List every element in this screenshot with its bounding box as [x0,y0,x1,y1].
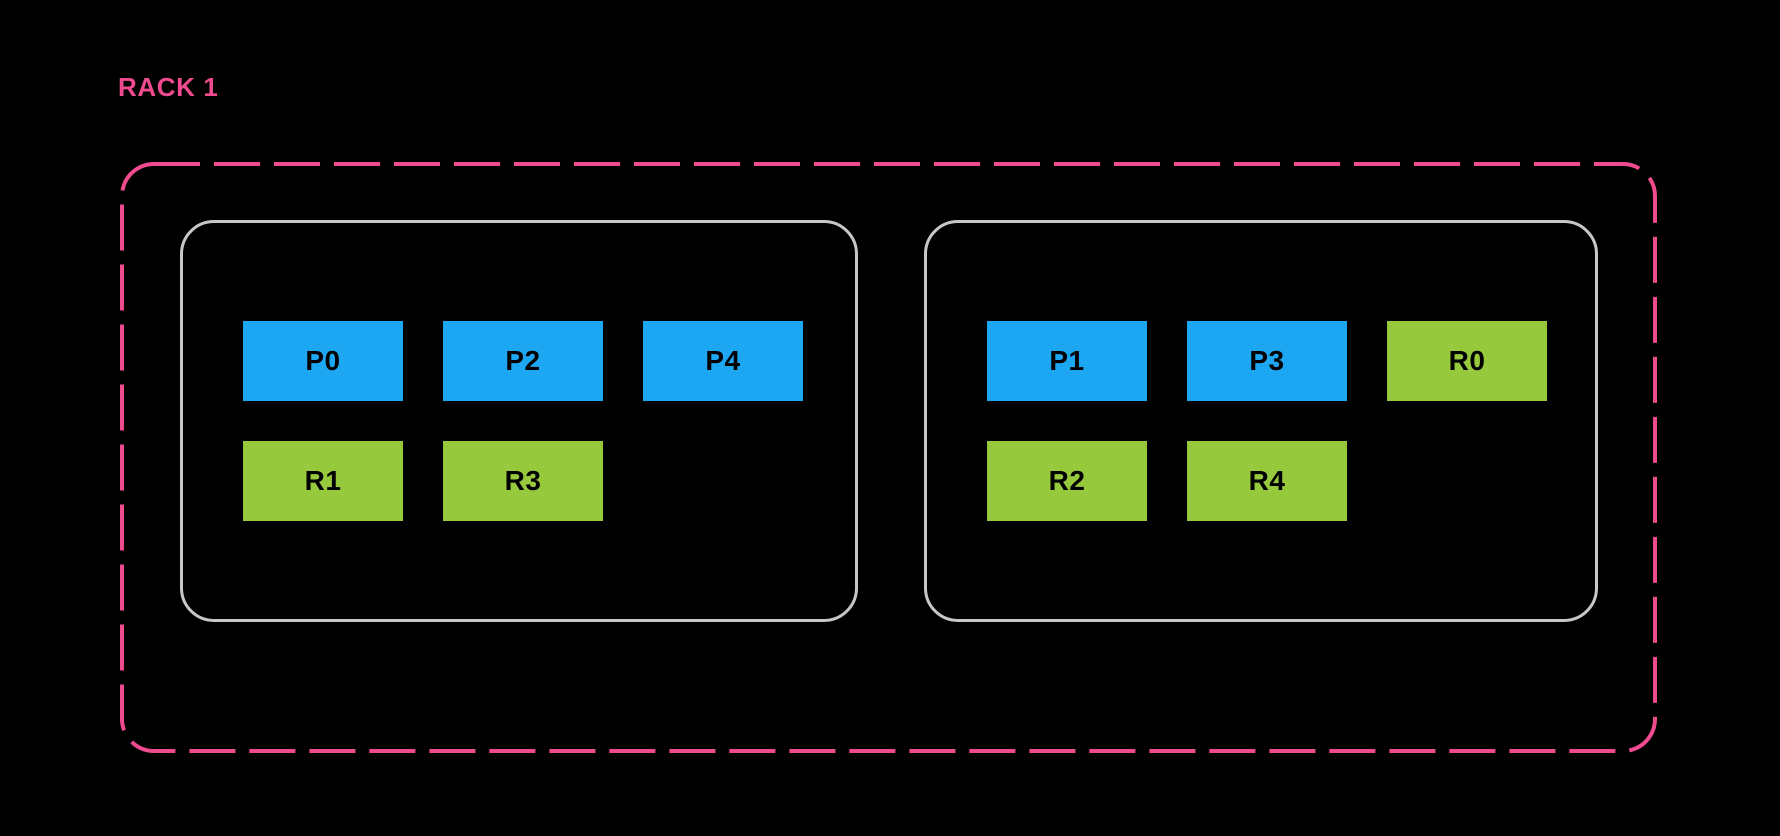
rack-label: RACK 1 [118,72,219,102]
node-2-row-1: P1 P3 R0 [987,321,1547,401]
node-1-content: P0 P2 P4 R1 R3 [243,321,803,521]
node-1-row-1: P0 P2 P4 [243,321,803,401]
unit-p4[interactable]: P4 [643,321,803,401]
node-2-row-2: R2 R4 [987,441,1547,521]
node-1-row-2: R1 R3 [243,441,803,521]
unit-r0[interactable]: R0 [1387,321,1547,401]
unit-p2[interactable]: P2 [443,321,603,401]
unit-p3[interactable]: P3 [1187,321,1347,401]
unit-r1[interactable]: R1 [243,441,403,521]
node-panel-2[interactable]: P1 P3 R0 R2 R4 [924,220,1598,622]
unit-r2[interactable]: R2 [987,441,1147,521]
node-panel-1[interactable]: P0 P2 P4 R1 R3 [180,220,858,622]
unit-r4[interactable]: R4 [1187,441,1347,521]
node-2-content: P1 P3 R0 R2 R4 [987,321,1547,521]
unit-p0[interactable]: P0 [243,321,403,401]
unit-p1[interactable]: P1 [987,321,1147,401]
unit-r3[interactable]: R3 [443,441,603,521]
